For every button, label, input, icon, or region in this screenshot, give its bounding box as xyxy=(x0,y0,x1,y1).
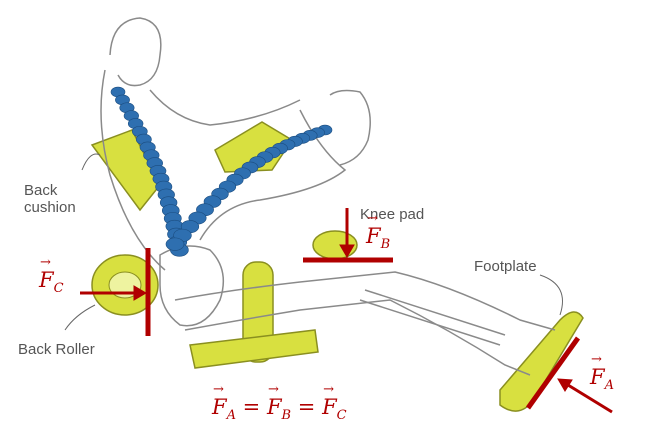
footplate-pad xyxy=(499,311,584,412)
eq-term2: F xyxy=(267,382,282,419)
fa-symbol: F xyxy=(590,352,605,389)
person-upper-outline xyxy=(100,17,371,271)
eq-sub2: B xyxy=(281,408,292,424)
footplate-leader xyxy=(539,274,563,316)
force-equation: FA = FB = FC xyxy=(212,382,347,424)
fa-arrow xyxy=(567,383,613,414)
eq-term3: F xyxy=(322,382,337,419)
fc-subscript: C xyxy=(53,281,64,297)
footplate-label: Footplate xyxy=(474,258,537,275)
fa-label: FA xyxy=(590,352,614,394)
eq-term1: F xyxy=(212,382,227,419)
back-cushion-label-line1: Back xyxy=(24,182,58,199)
fa-surface-line xyxy=(525,336,581,410)
back-roller-label: Back Roller xyxy=(18,341,95,358)
eq-operator1: = xyxy=(242,395,261,419)
back-cushion-label: Back cushion xyxy=(24,182,76,216)
force-arrows xyxy=(80,208,613,414)
leg-outline xyxy=(159,245,556,376)
spine-lower xyxy=(165,124,333,251)
fc-symbol: F xyxy=(39,255,54,292)
fa-subscript: A xyxy=(604,378,614,394)
eq-operator2: = xyxy=(297,395,316,419)
fc-label: FC xyxy=(39,255,64,297)
vertebra xyxy=(165,237,185,251)
fb-symbol: F xyxy=(366,211,381,248)
eq-sub1: A xyxy=(226,408,236,424)
spine-upper xyxy=(110,86,189,257)
back-roller-leader xyxy=(64,304,96,331)
back-cushion-label-line2: cushion xyxy=(24,199,76,216)
fb-label: FB xyxy=(366,211,391,253)
eq-sub3: C xyxy=(336,408,347,424)
back-cushion-pad-2 xyxy=(214,121,294,173)
fb-subscript: B xyxy=(380,237,391,253)
back-cushion-leader xyxy=(81,153,101,171)
